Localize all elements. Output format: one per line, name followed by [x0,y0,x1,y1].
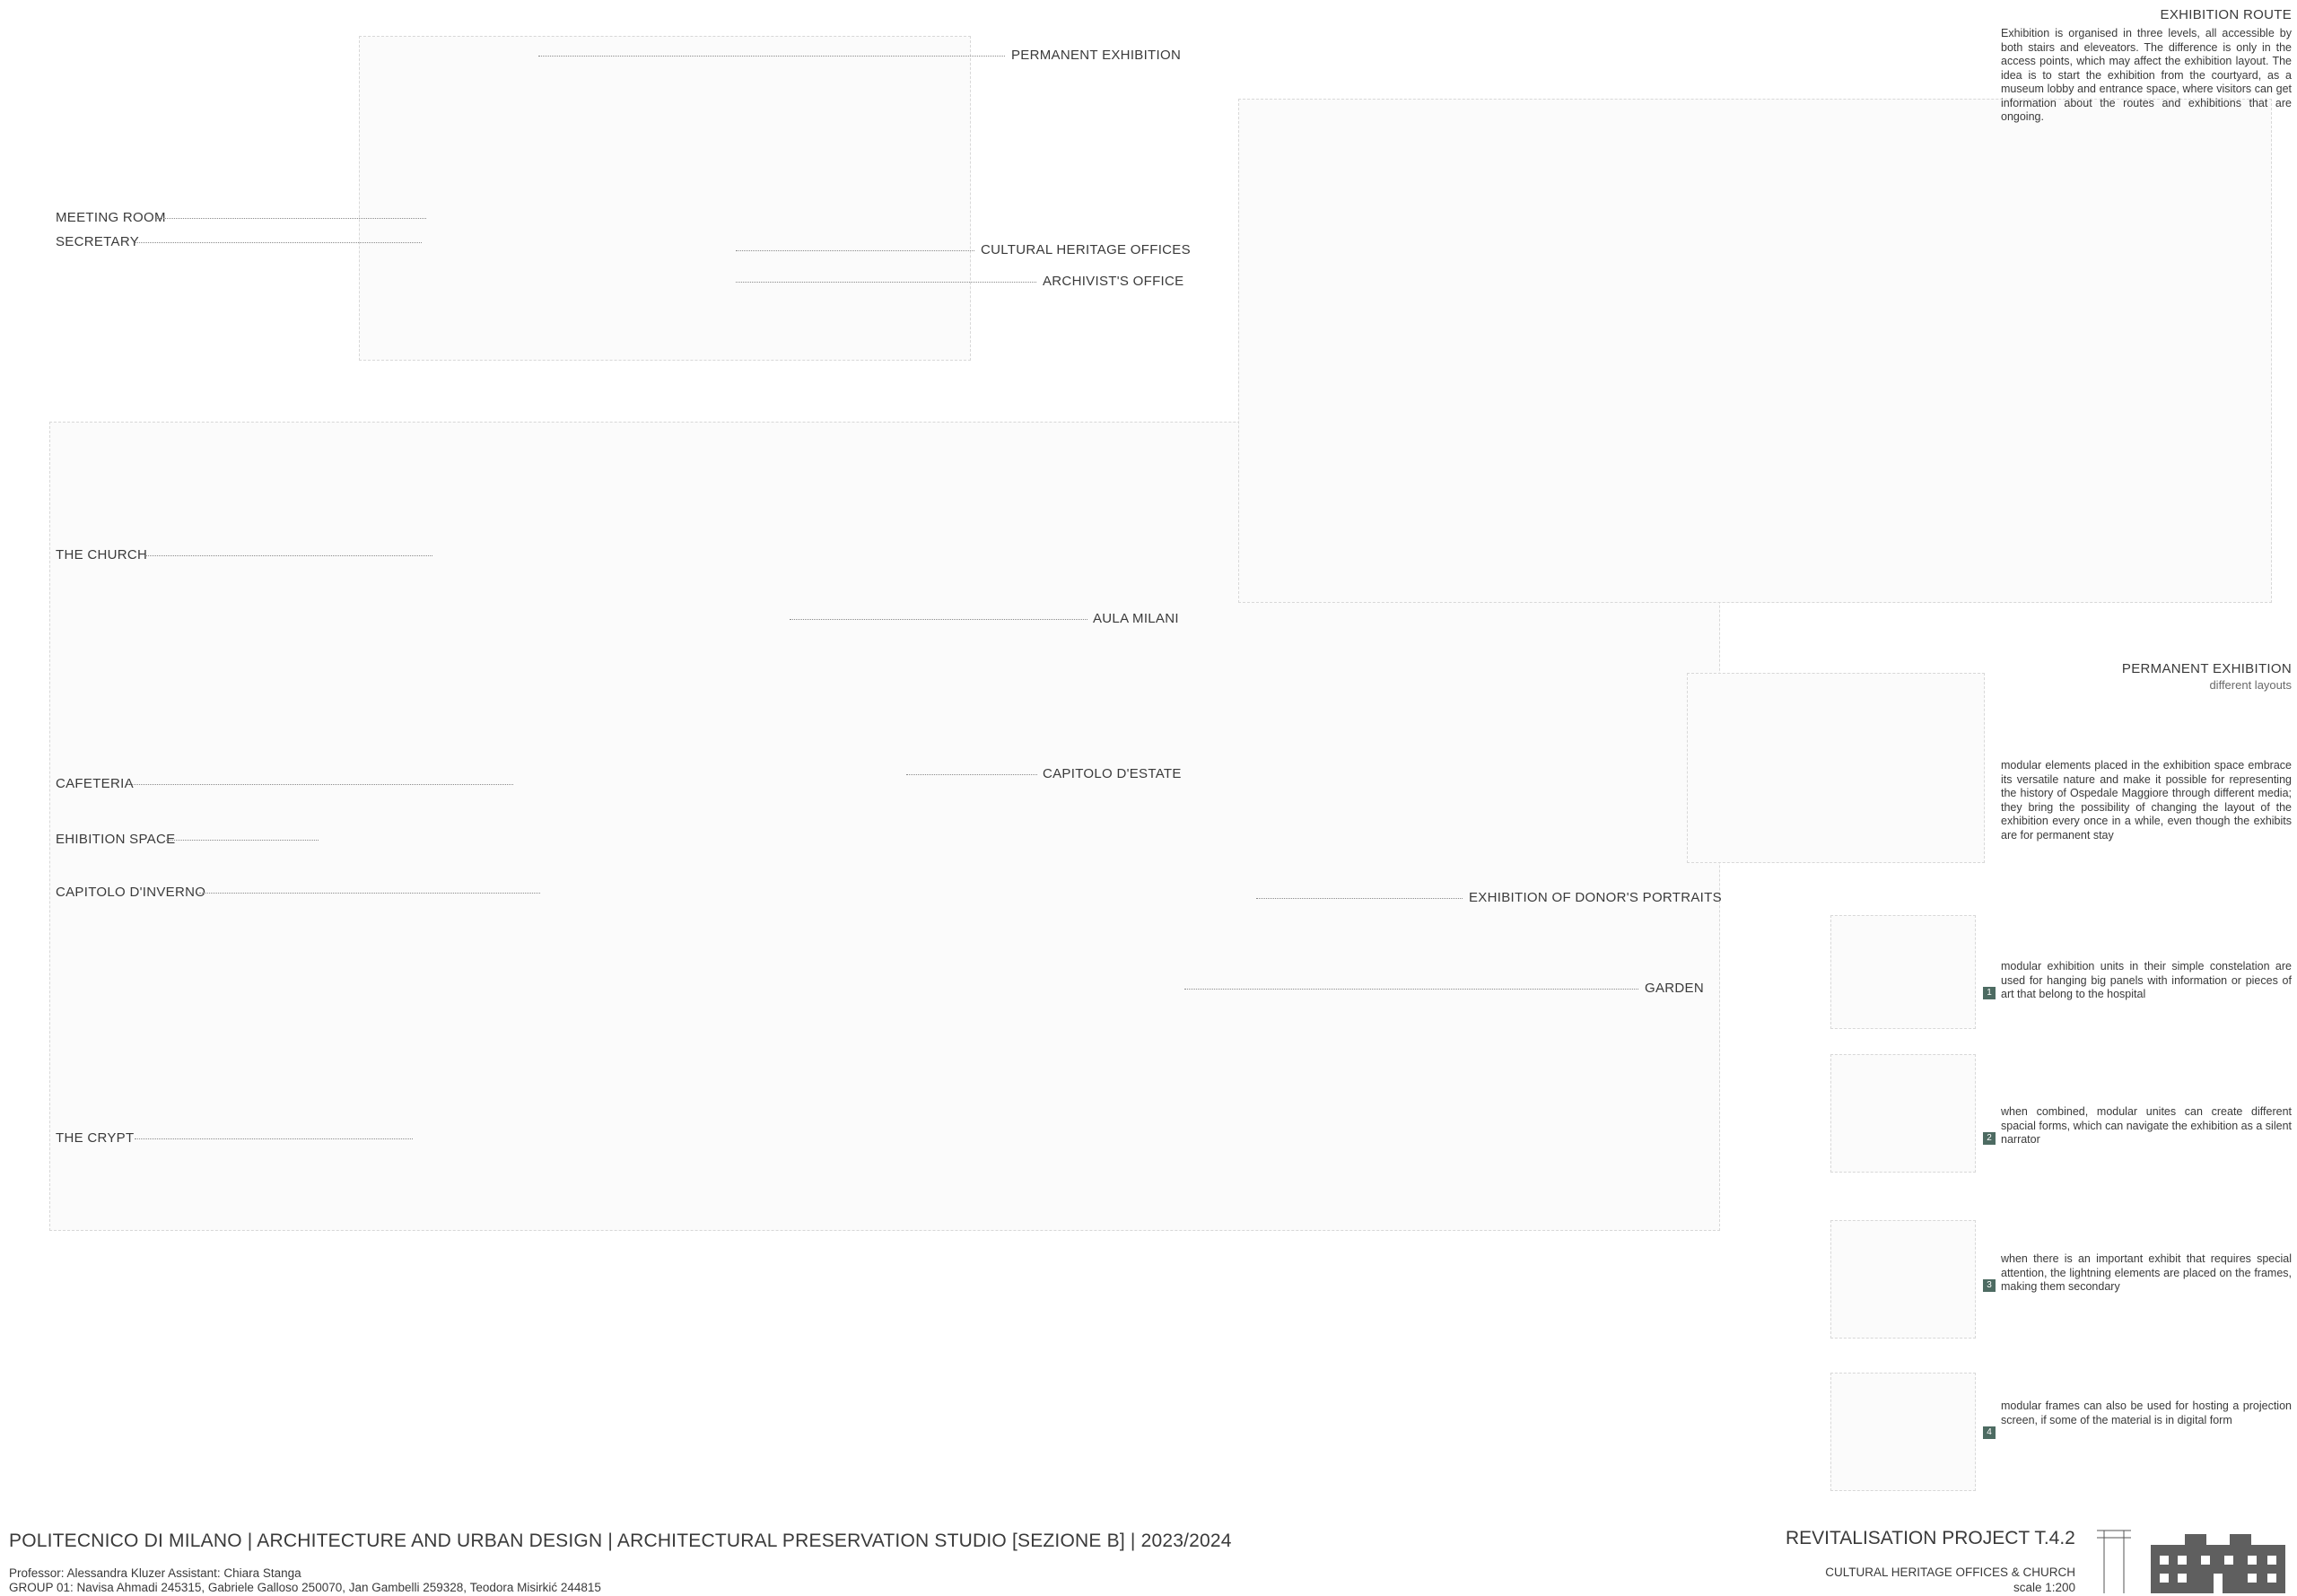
upper-floor-drawing [359,36,971,361]
project-scale: scale 1:200 [2013,1581,2075,1594]
label-secretary: SECRETARY [56,234,140,249]
permanent-exhibition-subtitle: different layouts [2209,678,2292,692]
label-aula-milani: AULA MILANI [1093,611,1179,626]
project-subtitle: CULTURAL HERITAGE OFFICES & CHURCH [1825,1565,2075,1579]
module-2-text: when combined, modular unites can create… [2001,1105,2292,1146]
building-icon [2097,1530,2285,1593]
label-capitolo-destate: CAPITOLO D'ESTATE [1043,766,1182,781]
leader-line [1184,989,1638,990]
leader-line [135,242,422,243]
module-1-drawing [1830,915,1976,1029]
module-3-text: when there is an important exhibit that … [2001,1252,2292,1293]
label-meeting-room: MEETING ROOM [56,210,166,225]
permanent-exhibition-text: modular elements placed in the exhibitio… [2001,759,2292,842]
leader-line [166,840,319,841]
module-4-drawing [1830,1373,1976,1491]
footer-title: POLITECNICO DI MILANO | ARCHITECTURE AND… [9,1531,1232,1551]
label-the-church: THE CHURCH [56,547,148,563]
label-capitolo-dinverno: CAPITOLO D'INVERNO [56,885,206,900]
footer-group: GROUP 01: Navisa Ahmadi 245315, Gabriele… [9,1581,601,1594]
exhibition-route-text: Exhibition is organised in three levels,… [2001,27,2292,123]
label-permanent-exhibition: PERMANENT EXHIBITION [1011,48,1182,63]
leader-line [127,784,513,785]
label-cultural-heritage-offices: CULTURAL HERITAGE OFFICES [981,242,1191,257]
label-exhibition-space: EHIBITION SPACE [56,832,176,847]
permanent-exhibition-title: PERMANENT EXHIBITION [2121,661,2292,676]
leader-line [199,893,540,894]
leader-line [736,250,974,251]
footer-professor: Professor: Alessandra Kluzer Assistant: … [9,1566,301,1580]
leader-line [906,774,1037,775]
leader-line [157,218,426,219]
label-exhibition-donors-portraits: EXHIBITION OF DONOR'S PORTRAITS [1469,890,1722,905]
project-title: REVITALISATION PROJECT T.4.2 [1786,1528,2075,1548]
module-number-badge: 1 [1983,987,1996,999]
label-cafeteria: CAFETERIA [56,776,134,791]
leader-line [1256,898,1463,899]
exhibition-route-drawing [1238,99,2272,603]
module-number-badge: 3 [1983,1279,1996,1292]
label-garden: GARDEN [1645,981,1704,996]
module-number-badge: 4 [1983,1426,1996,1439]
module-1-text: modular exhibition units in their simple… [2001,960,2292,1000]
module-3-drawing [1830,1220,1976,1339]
label-archivists-office: ARCHIVIST'S OFFICE [1043,274,1184,289]
leader-line [790,619,1087,620]
module-2-drawing [1830,1054,1976,1173]
leader-line [736,282,1036,283]
label-the-crypt: THE CRYPT [56,1130,135,1146]
leader-line [145,555,432,556]
exhibition-route-title: EXHIBITION ROUTE [2160,7,2292,22]
module-4-text: modular frames can also be used for host… [2001,1400,2292,1426]
leader-line [538,56,1005,57]
leader-line [135,1138,413,1139]
permanent-exhibition-drawing [1687,673,1985,863]
module-number-badge: 2 [1983,1132,1996,1145]
